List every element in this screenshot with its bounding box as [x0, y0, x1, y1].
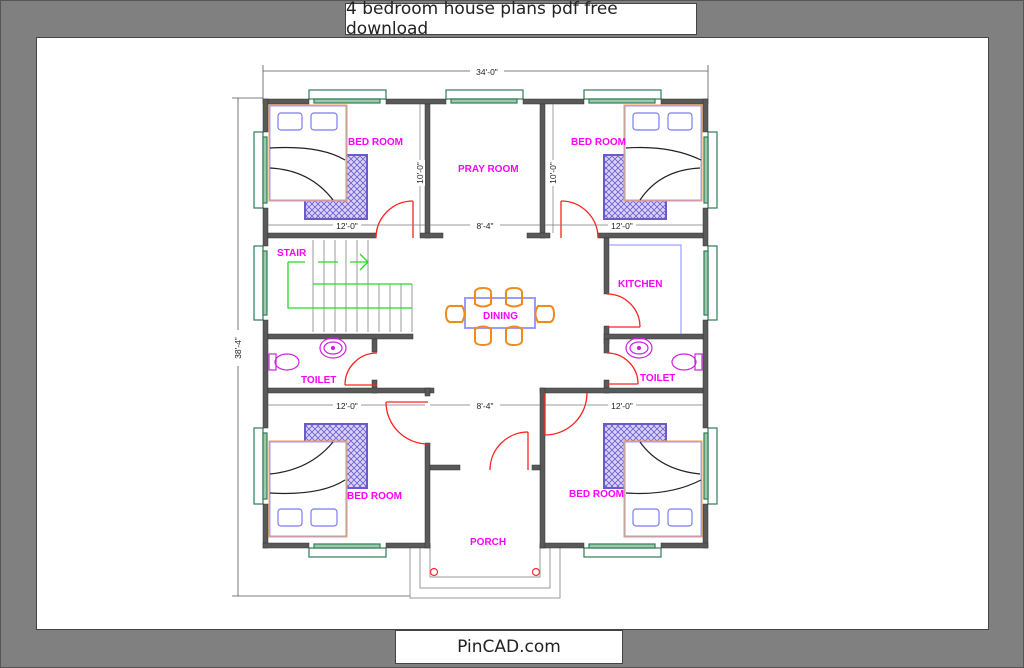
staircase	[312, 240, 413, 332]
label-bedroom-bottom-right: BED ROOM	[569, 489, 624, 500]
dim-bedroom-bl-width: 12'-0"	[336, 401, 358, 411]
windows	[253, 89, 718, 558]
label-kitchen: KITCHEN	[618, 279, 662, 290]
footer-banner: PinCAD.com	[395, 630, 623, 664]
stair-arrow	[287, 253, 412, 309]
dim-bedroom-tr-width: 12'-0"	[611, 221, 633, 231]
label-bedroom-top-left: BED ROOM	[348, 137, 403, 148]
label-pray-room: PRAY ROOM	[458, 164, 519, 175]
toilet-fixtures	[268, 337, 703, 371]
overall-depth-label: 38'-4"	[233, 337, 243, 359]
dim-bedroom-tl-depth: 10'-0"	[415, 162, 425, 184]
porch-steps	[409, 545, 561, 599]
porch-columns	[429, 567, 541, 577]
kitchen-counter	[609, 244, 682, 334]
bed-top-left	[268, 104, 368, 220]
bed-bottom-left	[268, 423, 368, 538]
title-text: 4 bedroom house plans pdf free download	[346, 0, 618, 39]
dim-bedroom-tr-depth: 10'-0"	[548, 162, 558, 184]
label-dining: DINING	[483, 311, 518, 322]
doors	[344, 200, 641, 471]
dim-bedroom-br-width: 12'-0"	[611, 401, 633, 411]
label-bedroom-top-right: BED ROOM	[571, 137, 626, 148]
dim-pray-width: 8'-4"	[477, 221, 494, 231]
dim-corridor-width: 8'-4"	[477, 401, 494, 411]
bed-bottom-right	[603, 423, 703, 538]
label-toilet-right: TOILET	[640, 373, 675, 384]
title-banner: 4 bedroom house plans pdf free download	[345, 0, 697, 39]
dining-table	[445, 287, 555, 346]
dim-bedroom-tl-width: 12'-0"	[336, 221, 358, 231]
walls	[262, 98, 709, 549]
label-porch: PORCH	[470, 537, 506, 548]
label-bedroom-bottom-left: BED ROOM	[347, 491, 402, 502]
drawing-sheet	[36, 37, 989, 630]
label-stair: STAIR	[277, 248, 307, 259]
label-toilet-left: TOILET	[301, 375, 336, 386]
bed-top-right	[603, 104, 703, 220]
overall-width-label: 34'-0"	[476, 67, 498, 77]
footer-site-text: PinCAD.com	[457, 637, 561, 657]
